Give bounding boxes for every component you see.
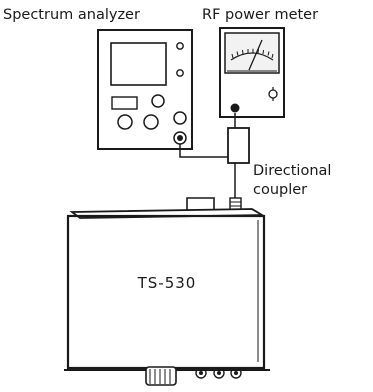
meter-scale-arc xyxy=(230,52,274,61)
analyzer-knob-top xyxy=(151,94,165,108)
analyzer-small-knob-2 xyxy=(176,69,184,77)
analyzer-readout xyxy=(111,96,138,110)
transceiver-main-knob xyxy=(145,366,177,386)
meter-adjust-knob xyxy=(268,89,278,99)
spectrum-analyzer xyxy=(97,29,193,150)
meter-needle xyxy=(248,39,263,71)
cable-analyzer-to-coupler xyxy=(179,144,228,158)
rf-power-meter xyxy=(219,27,285,118)
ts530-transceiver: TS-530 xyxy=(64,197,270,386)
analyzer-small-knob-1 xyxy=(176,42,184,50)
analyzer-input-jack-center xyxy=(177,135,183,141)
analyzer-knob-left xyxy=(117,114,133,130)
directional-coupler-label-line2: coupler xyxy=(253,182,307,198)
connection-cables xyxy=(179,113,236,198)
transceiver-model-label: TS-530 xyxy=(137,274,197,292)
meter-scale-ticks xyxy=(231,48,274,59)
spectrum-analyzer-label: Spectrum analyzer xyxy=(3,7,140,23)
analyzer-knob-mid xyxy=(143,114,159,130)
transceiver-body xyxy=(66,214,266,370)
rf-power-meter-label: RF power meter xyxy=(202,7,318,23)
transceiver-knob-2 xyxy=(213,367,225,379)
analyzer-knob-right xyxy=(173,111,187,125)
antenna-connector xyxy=(229,197,242,211)
transceiver-knob-3 xyxy=(230,367,242,379)
transceiver-knob-1 xyxy=(195,367,207,379)
meter-input-jack xyxy=(230,103,240,113)
directional-coupler xyxy=(227,127,250,164)
directional-coupler-label-line1: Directional xyxy=(253,163,331,179)
analyzer-screen xyxy=(110,42,167,86)
transceiver-rear-bump xyxy=(186,197,215,210)
